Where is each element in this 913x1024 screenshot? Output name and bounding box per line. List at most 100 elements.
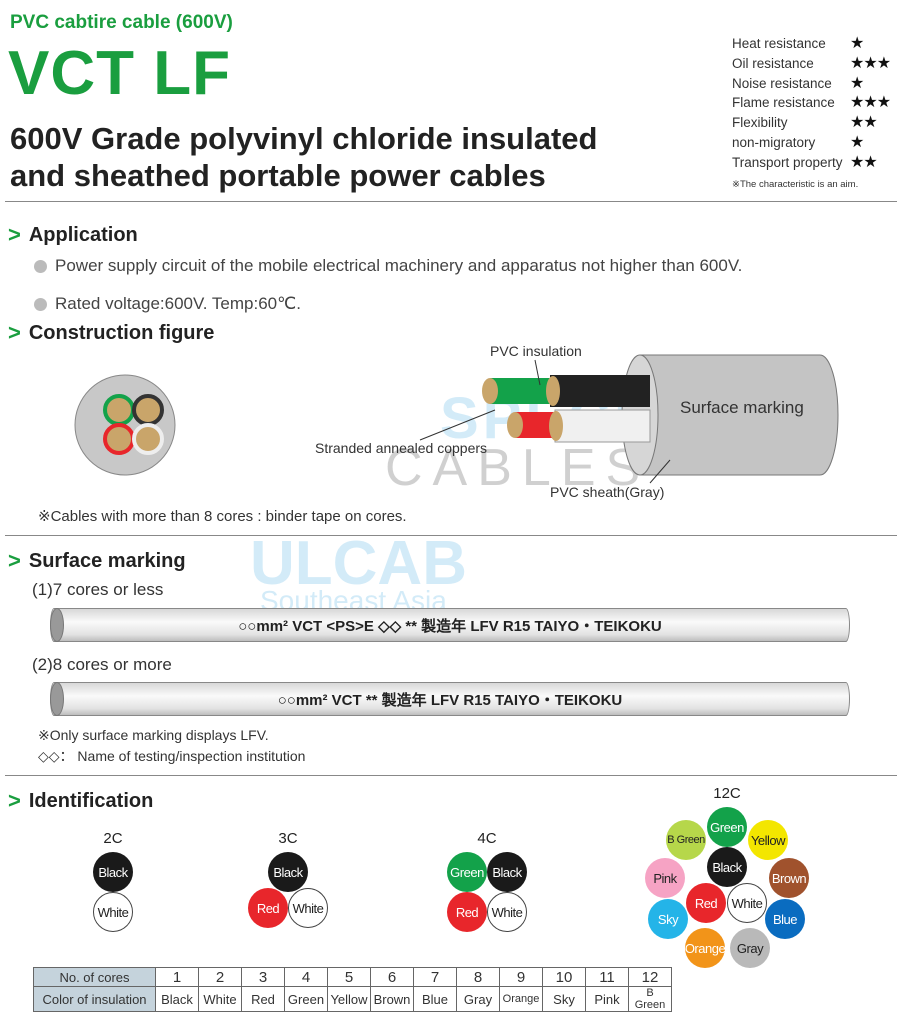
core-circle: Green xyxy=(447,852,487,892)
property-row: Heat resistance ★ xyxy=(732,34,890,54)
core-count-label: 2C xyxy=(103,830,123,847)
table-cell: Orange xyxy=(499,986,543,1012)
core-circle: Red xyxy=(686,883,726,923)
core-circle: Black xyxy=(268,852,308,892)
bullet-icon xyxy=(34,297,47,311)
table-cell: Pink xyxy=(585,986,629,1012)
table-cell: White xyxy=(198,986,242,1012)
property-row: Flexibility★★ xyxy=(732,113,890,133)
star-rating-icon: ★ xyxy=(850,74,864,92)
core-circle: Sky xyxy=(648,899,688,939)
divider xyxy=(5,535,897,536)
table-cell: 9 xyxy=(499,967,543,987)
table-cell: Sky xyxy=(542,986,586,1012)
property-row: non-migratory ★ xyxy=(732,133,890,153)
list-item: Power supply circuit of the mobile elect… xyxy=(34,256,742,276)
table-cell: 6 xyxy=(370,967,414,987)
marking-text: ○○mm² VCT ** 製造年 LFV R15 TAIYO・TEIKOKU xyxy=(277,691,623,709)
star-rating-icon: ★★★ xyxy=(850,94,891,112)
table-cell: Yellow xyxy=(327,986,371,1012)
properties-list: Heat resistance★ Oil resistance★★★ Noise… xyxy=(732,34,891,194)
marking-note: ◇◇： Name of testing/inspection instituti… xyxy=(38,748,306,764)
table-header: No. of cores xyxy=(33,967,156,987)
core-circle: White xyxy=(487,892,527,932)
table-header: Color of insulation xyxy=(33,986,156,1012)
properties-note: ※The characteristic is an aim. xyxy=(732,178,859,190)
watermark: ULCAB xyxy=(250,529,467,598)
label-pvc-insulation: PVC insulation xyxy=(490,343,582,359)
core-circle: White xyxy=(93,892,133,932)
core-circle: Blue xyxy=(765,899,805,939)
table-cell: 5 xyxy=(327,967,371,987)
chevron-right-icon: > xyxy=(8,320,21,345)
table-cell: 3 xyxy=(241,967,285,987)
property-label: Oil resistance xyxy=(732,55,814,71)
table-cell: Brown xyxy=(370,986,414,1012)
section-surface-marking: >Surface marking xyxy=(8,548,186,574)
table-cell: 7 xyxy=(413,967,457,987)
property-label: Flame resistance xyxy=(732,95,835,111)
divider xyxy=(5,201,897,202)
core-count-label: 4C xyxy=(477,830,497,847)
bullet-icon xyxy=(34,259,47,273)
marking-note: ※Only surface marking displays LFV. xyxy=(38,727,269,743)
cable-diagram xyxy=(419,354,839,484)
table-cell: 1 xyxy=(155,967,199,987)
cable-marking-bar: ○○mm² VCT <PS>E ◇◇ ** 製造年 LFV R15 TAIYO・… xyxy=(50,608,850,642)
section-heading: Construction figure xyxy=(28,321,215,344)
property-row: Transport property★★ xyxy=(732,153,890,173)
chevron-right-icon: > xyxy=(8,548,21,573)
section-identification: >Identification xyxy=(8,788,153,814)
label-pvc-sheath: PVC sheath(Gray) xyxy=(550,484,665,500)
cable-end xyxy=(50,682,64,716)
list-item: Rated voltage:600V. Temp:60℃. xyxy=(34,294,301,314)
marking-case-label: (1)7 cores or less xyxy=(32,580,164,599)
property-label: Noise resistance xyxy=(732,75,832,91)
table-cell: 12 xyxy=(628,967,672,987)
star-rating-icon: ★★ xyxy=(850,114,878,132)
construction-figure xyxy=(74,354,839,484)
product-subtitle: PVC cabtire cable (600V) xyxy=(10,12,233,33)
core-circle: Black xyxy=(707,847,747,887)
property-label: non-migratory xyxy=(732,134,816,150)
table-cell: B Green xyxy=(628,986,672,1012)
chevron-right-icon: > xyxy=(8,788,21,813)
core-circle: Yellow xyxy=(748,820,788,860)
table-cell: 11 xyxy=(585,967,629,987)
property-row: Flame resistance ★★★ xyxy=(732,93,891,113)
table-cell: Blue xyxy=(413,986,457,1012)
section-construction: > Construction figure xyxy=(8,320,214,346)
core-circle: Black xyxy=(487,852,527,892)
table-cell: 10 xyxy=(542,967,586,987)
table-cell: 8 xyxy=(456,967,500,987)
cable-end xyxy=(50,608,64,642)
watermark: CABLES xyxy=(385,439,651,497)
description-line: and sheathed portable power cables xyxy=(10,158,546,193)
star-rating-icon: ★★★ xyxy=(850,54,891,72)
star-rating-icon: ★ xyxy=(850,35,864,52)
property-row: Oil resistance ★★★ xyxy=(732,54,891,74)
table-cell: 4 xyxy=(284,967,328,987)
marking-text: ○○mm² VCT <PS>E ◇◇ ** 製造年 LFV R15 TAIYO・… xyxy=(238,617,662,635)
cross-section-diagram xyxy=(74,374,176,476)
core-circle: B Green xyxy=(666,820,706,860)
property-label: Heat resistance xyxy=(732,36,826,51)
core-circle: Green xyxy=(707,807,747,847)
core-circle: Black xyxy=(93,852,133,892)
product-description: 600V Grade polyvinyl chloride insulated … xyxy=(10,120,597,194)
star-rating-icon: ★ xyxy=(850,133,864,151)
table-cell: 2 xyxy=(198,967,242,987)
description-line: 600V Grade polyvinyl chloride insulated xyxy=(10,121,598,156)
table-cell: Gray xyxy=(456,986,500,1012)
core-circle: Brown xyxy=(769,858,809,898)
core-circle: Orange xyxy=(685,928,726,968)
label-surface-marking: Surface marking xyxy=(680,398,804,417)
core-circle: Gray xyxy=(730,928,770,968)
section-heading: Application xyxy=(28,223,138,246)
chevron-right-icon: > xyxy=(8,222,21,247)
core-circle: Red xyxy=(447,892,487,932)
section-application: > Application xyxy=(8,222,138,248)
